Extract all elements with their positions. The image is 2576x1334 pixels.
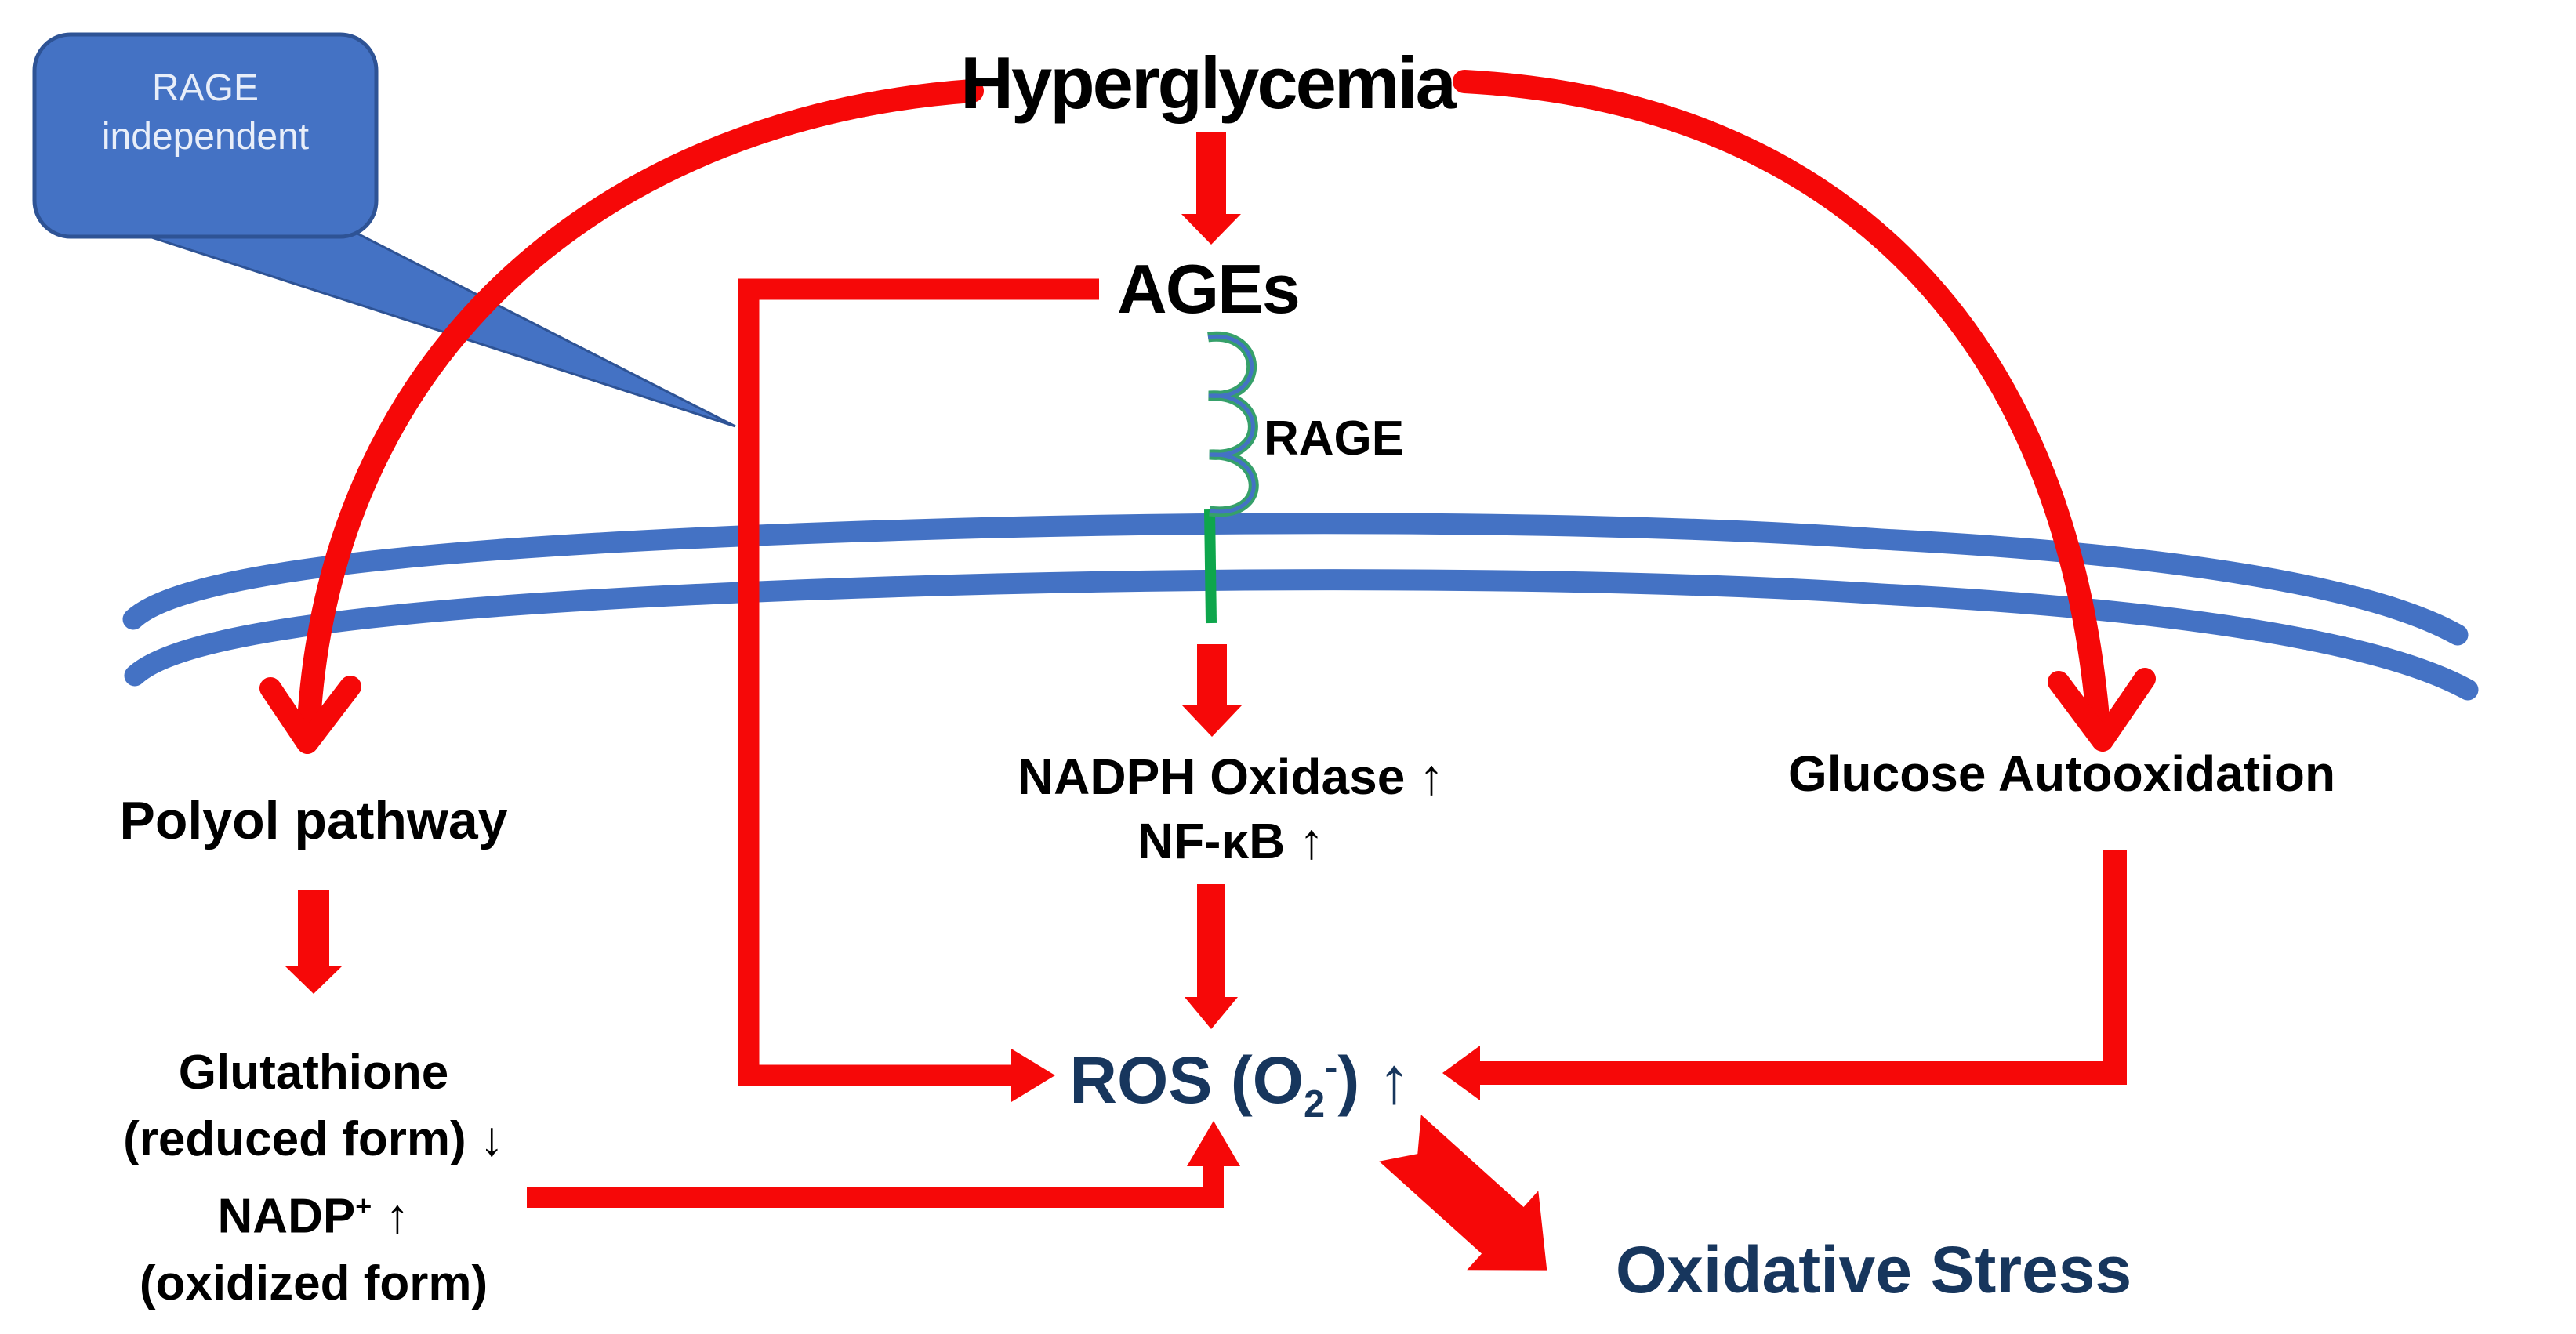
rage-independent-callout: RAGE independent: [34, 64, 376, 161]
glucose-curve-arrowhead: [2048, 668, 2156, 752]
rage-independent-connector: [738, 278, 1099, 1086]
glucose-to-ros-arrowhead: [1442, 1046, 1480, 1100]
node-polyol-pathway: Polyol pathway: [119, 791, 508, 850]
glutathione-line3-nadp: NADP+ ↑: [71, 1173, 557, 1250]
rage-receptor-coil: [1207, 331, 1259, 517]
hyperglycemia-to-glucose-curve: [1453, 70, 2110, 729]
speech-bubble-tail: [134, 230, 736, 428]
node-ages: AGEs: [1117, 250, 1301, 328]
ros-close-paren: ): [1337, 1043, 1378, 1117]
node-oxidative-stress: Oxidative Stress: [1615, 1233, 2132, 1307]
glucose-to-ros-connector: [1480, 850, 2127, 1085]
nadp-up-arrow: ↑: [372, 1189, 410, 1244]
nfkb-to-ros-arrow: [1185, 884, 1238, 1029]
glutathione-line2: (reduced form) ↓: [123, 1112, 504, 1166]
membrane-outer-line: [122, 513, 2469, 646]
glutathione-line1: Glutathione: [178, 1046, 449, 1100]
rage-independent-line2: independent: [101, 116, 310, 158]
node-nadph-nfkb: NADPH Oxidase ↑ NF-κB ↑: [917, 745, 1544, 873]
ros-up-arrow: ↑: [1377, 1043, 1411, 1117]
ros-subscript: 2: [1304, 1082, 1326, 1126]
membrane-inner-line: [124, 569, 2479, 701]
rage-receptor-stem: [1204, 509, 1217, 624]
nadp-to-ros-arrowhead: [1187, 1121, 1240, 1166]
node-ros: ROS (O2-) ↑: [1005, 1042, 1475, 1126]
hyperglycemia-to-polyol-curve: [297, 79, 984, 733]
glutathione-line4: (oxidized form): [139, 1256, 488, 1310]
membrane-to-nadph-arrow: [1182, 644, 1242, 737]
node-hyperglycemia: Hyperglycemia: [960, 42, 1457, 124]
polyol-to-glutathione-arrow: [285, 890, 342, 994]
speech-bubble: [32, 32, 379, 239]
ros-to-oxidative-stress-arrow: [1379, 1115, 1547, 1271]
node-nadph-oxidase: NADPH Oxidase ↑: [1017, 749, 1445, 805]
rage-independent-line1: RAGE: [151, 67, 259, 109]
ros-prefix: ROS (O: [1069, 1043, 1304, 1117]
hyperglycemia-to-ages-arrow: [1181, 132, 1241, 245]
nadp-superscript: +: [355, 1190, 372, 1222]
nadp-text: NADP: [217, 1189, 356, 1244]
node-glutathione-block: Glutathione (reduced form) ↓ NADP+ ↑ (ox…: [71, 1039, 557, 1317]
rage-receptor-coil-core: [1207, 334, 1256, 514]
polyol-curve-arrowhead: [259, 676, 361, 754]
ros-superscript: -: [1325, 1046, 1338, 1089]
rage-independent-arrowhead: [1011, 1049, 1055, 1102]
node-nf-kb: NF-κB ↑: [1137, 813, 1325, 869]
nadp-to-ros-connector: [527, 1163, 1224, 1208]
node-rage-receptor-label: RAGE: [1264, 411, 1405, 466]
node-glucose-autooxidation: Glucose Autooxidation: [1787, 745, 2336, 802]
